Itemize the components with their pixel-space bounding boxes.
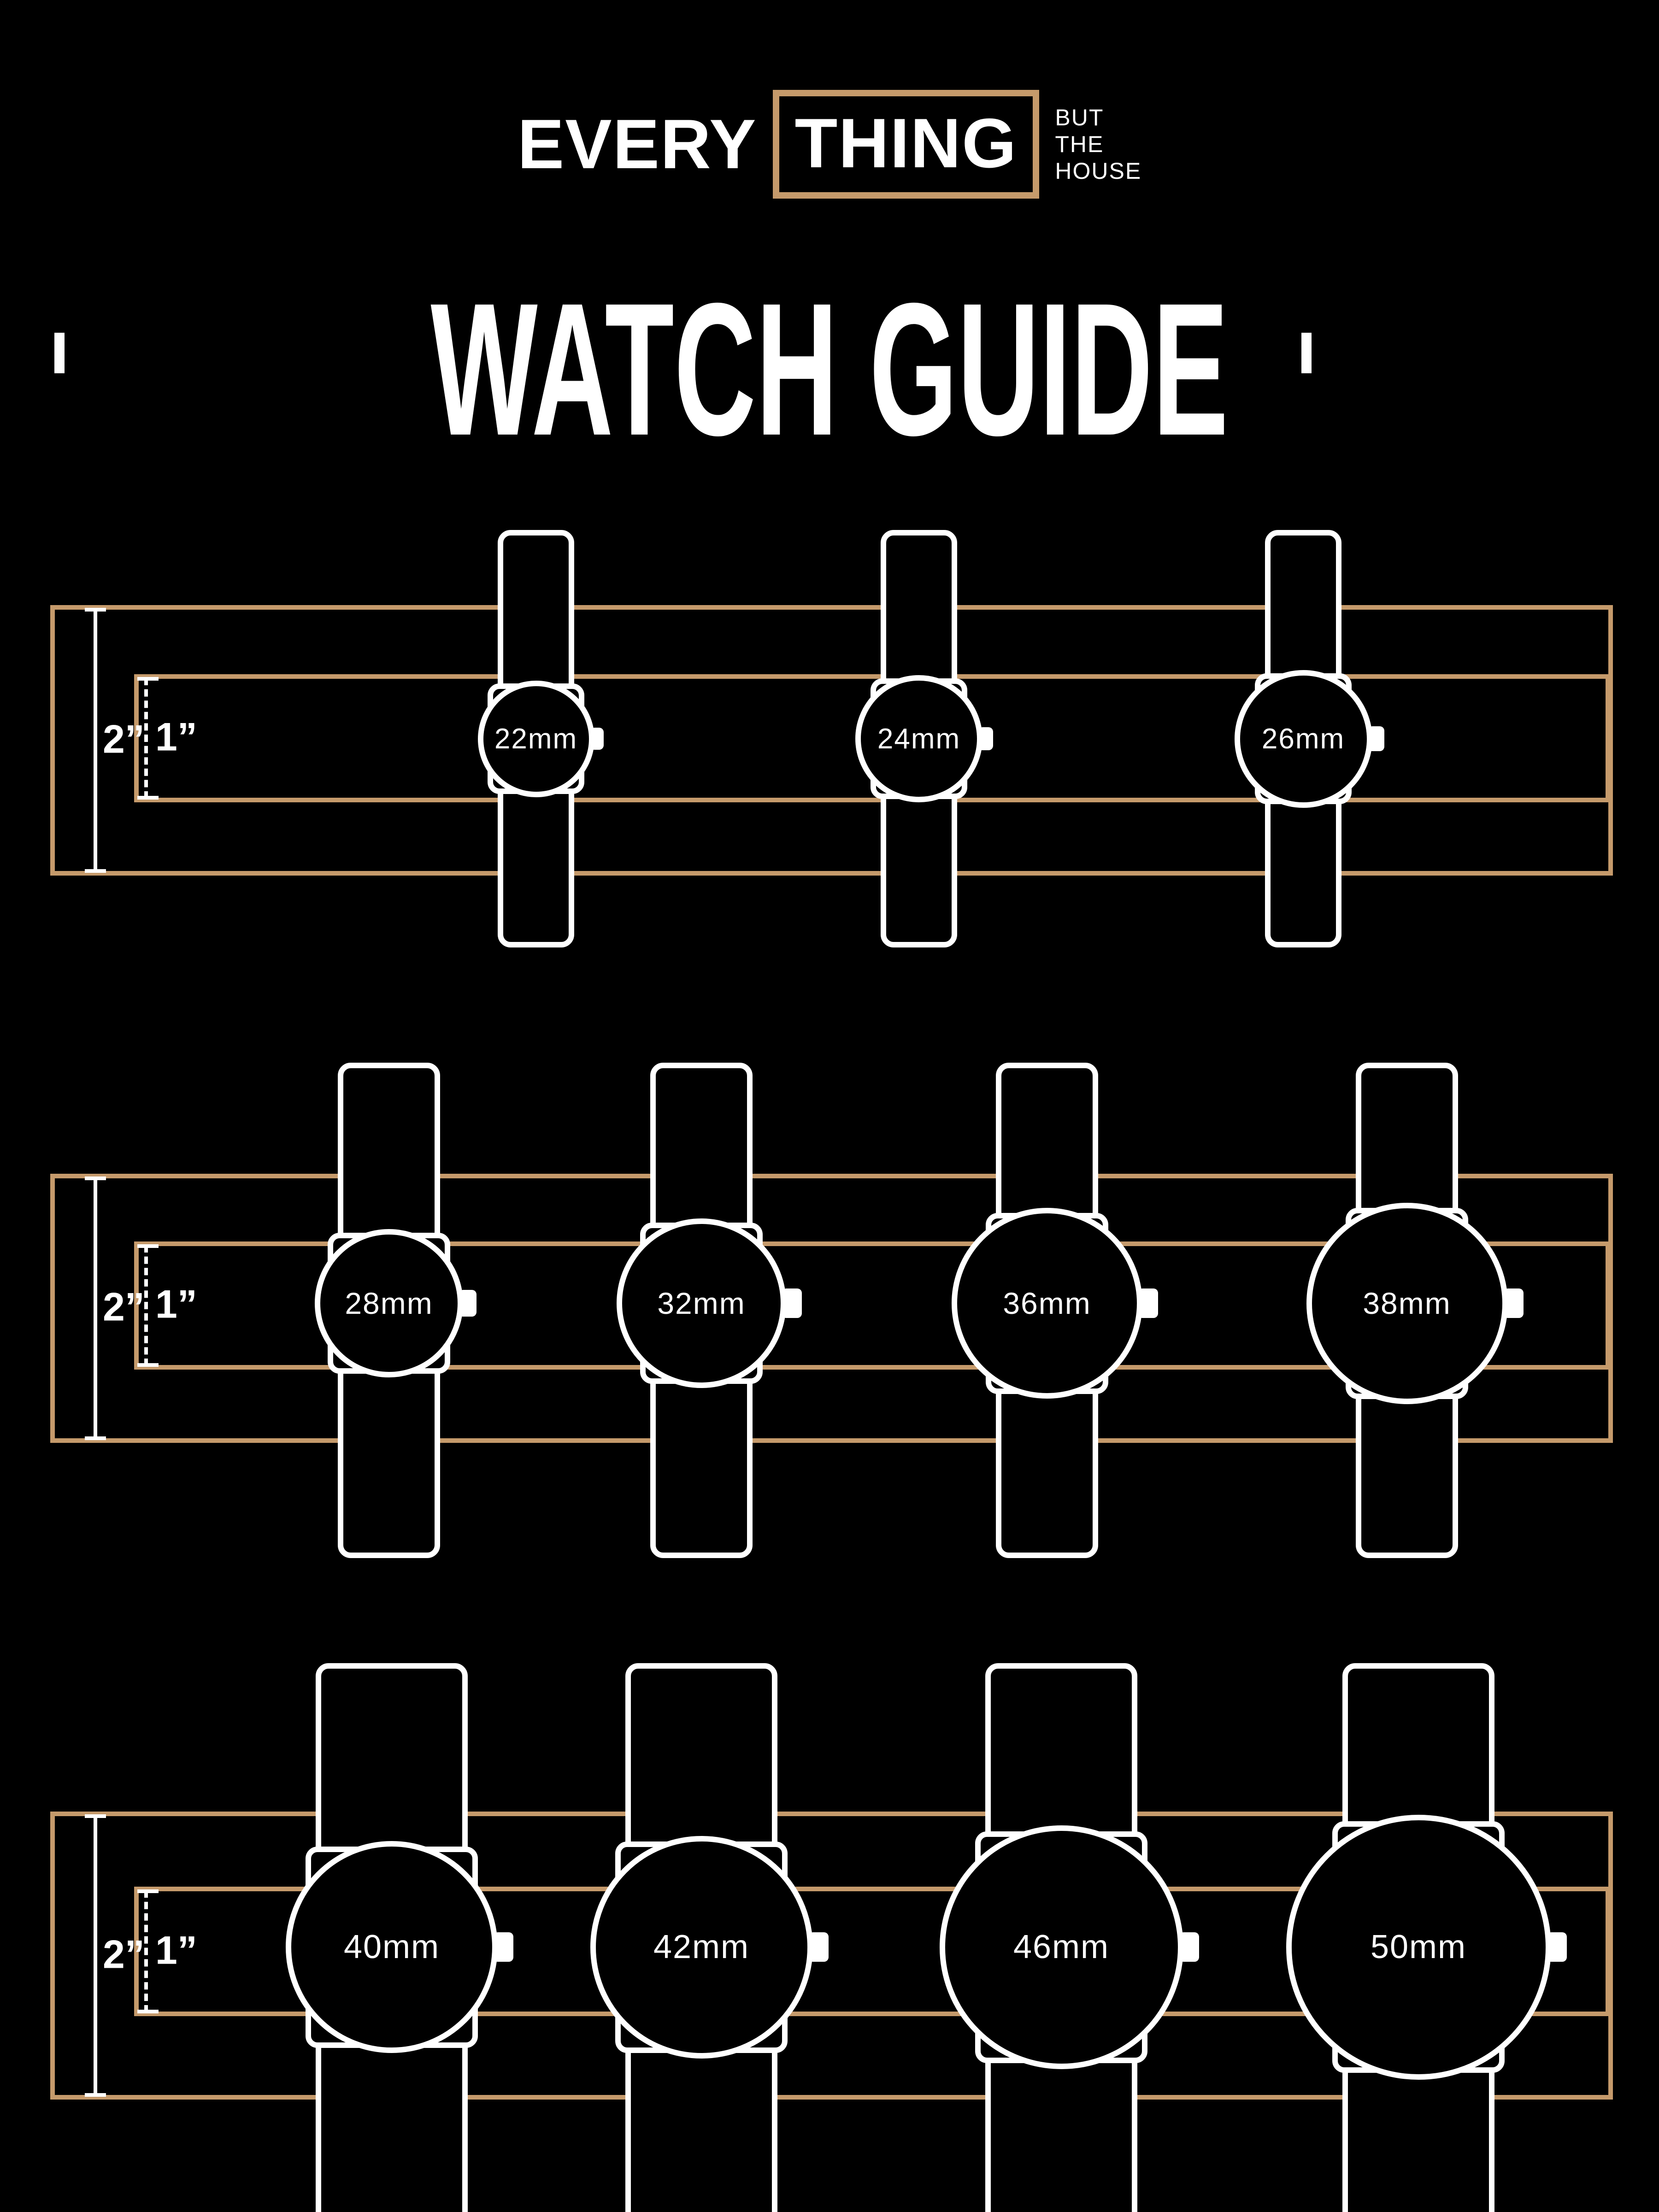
dim-line-2in (94, 1177, 97, 1439)
decorative-tick-left (54, 333, 65, 373)
dim-label-1in: 1” (155, 1928, 197, 1973)
watch-size-label: 26mm (1261, 723, 1345, 755)
watch-size-label: 42mm (653, 1929, 750, 1965)
dim-line-2in (94, 1815, 97, 2096)
watch-size-label: 22mm (494, 723, 578, 755)
dim-line-1in (144, 678, 148, 799)
watch-case: 38mm (1306, 1202, 1508, 1404)
brand-tagline-line-house: HOUSE (1055, 158, 1142, 184)
dim-line-1in (144, 1245, 148, 1366)
dim-label-2in: 2” (103, 1932, 145, 1977)
watch-size-label: 40mm (343, 1929, 440, 1965)
watch-size-label: 24mm (877, 723, 961, 755)
watch-case: 42mm (590, 1835, 813, 2059)
reference-band-1in (134, 1887, 1610, 2016)
watch-case: 46mm (939, 1825, 1183, 2069)
watch-size-label: 36mm (1003, 1286, 1091, 1320)
dim-label-2in: 2” (103, 1285, 145, 1330)
reference-band-2in (50, 1174, 1613, 1443)
dim-line-1in (144, 1890, 148, 2012)
reference-band-2in (50, 605, 1613, 876)
watch-case: 28mm (315, 1229, 463, 1377)
brand-tagline-line-the: THE (1055, 131, 1104, 157)
decorative-tick-right (1301, 333, 1312, 373)
watch-case: 22mm (477, 680, 594, 797)
watch-case: 40mm (286, 1841, 498, 2053)
watch-case: 50mm (1286, 1814, 1551, 2080)
watch-case: 32mm (617, 1218, 786, 1388)
page-title: WATCH GUIDE (430, 264, 1229, 475)
brand-word-thing-boxed: THING (772, 90, 1040, 199)
dim-line-2in (94, 609, 97, 872)
watch-size-label: 32mm (657, 1286, 746, 1320)
dim-label-2in: 2” (103, 717, 145, 762)
dim-label-1in: 1” (155, 1282, 197, 1327)
brand-tagline: BUT THE HOUSE (1055, 104, 1141, 184)
brand-word-every: EVERY (517, 105, 757, 183)
watch-size-label: 28mm (345, 1286, 433, 1320)
watch-case: 36mm (952, 1208, 1142, 1399)
watch-case: 26mm (1234, 670, 1372, 808)
reference-band-1in (134, 1241, 1610, 1370)
brand-tagline-line-but: BUT (1055, 105, 1104, 130)
reference-band-2in (50, 1812, 1613, 2100)
watch-size-label: 38mm (1363, 1286, 1451, 1320)
brand-logo: EVERY THING BUT THE HOUSE (0, 90, 1659, 199)
reference-band-1in (134, 674, 1610, 802)
dim-label-1in: 1” (155, 715, 197, 759)
watch-size-label: 46mm (1013, 1929, 1110, 1965)
watch-case: 24mm (855, 675, 982, 802)
watch-size-label: 50mm (1370, 1929, 1467, 1965)
